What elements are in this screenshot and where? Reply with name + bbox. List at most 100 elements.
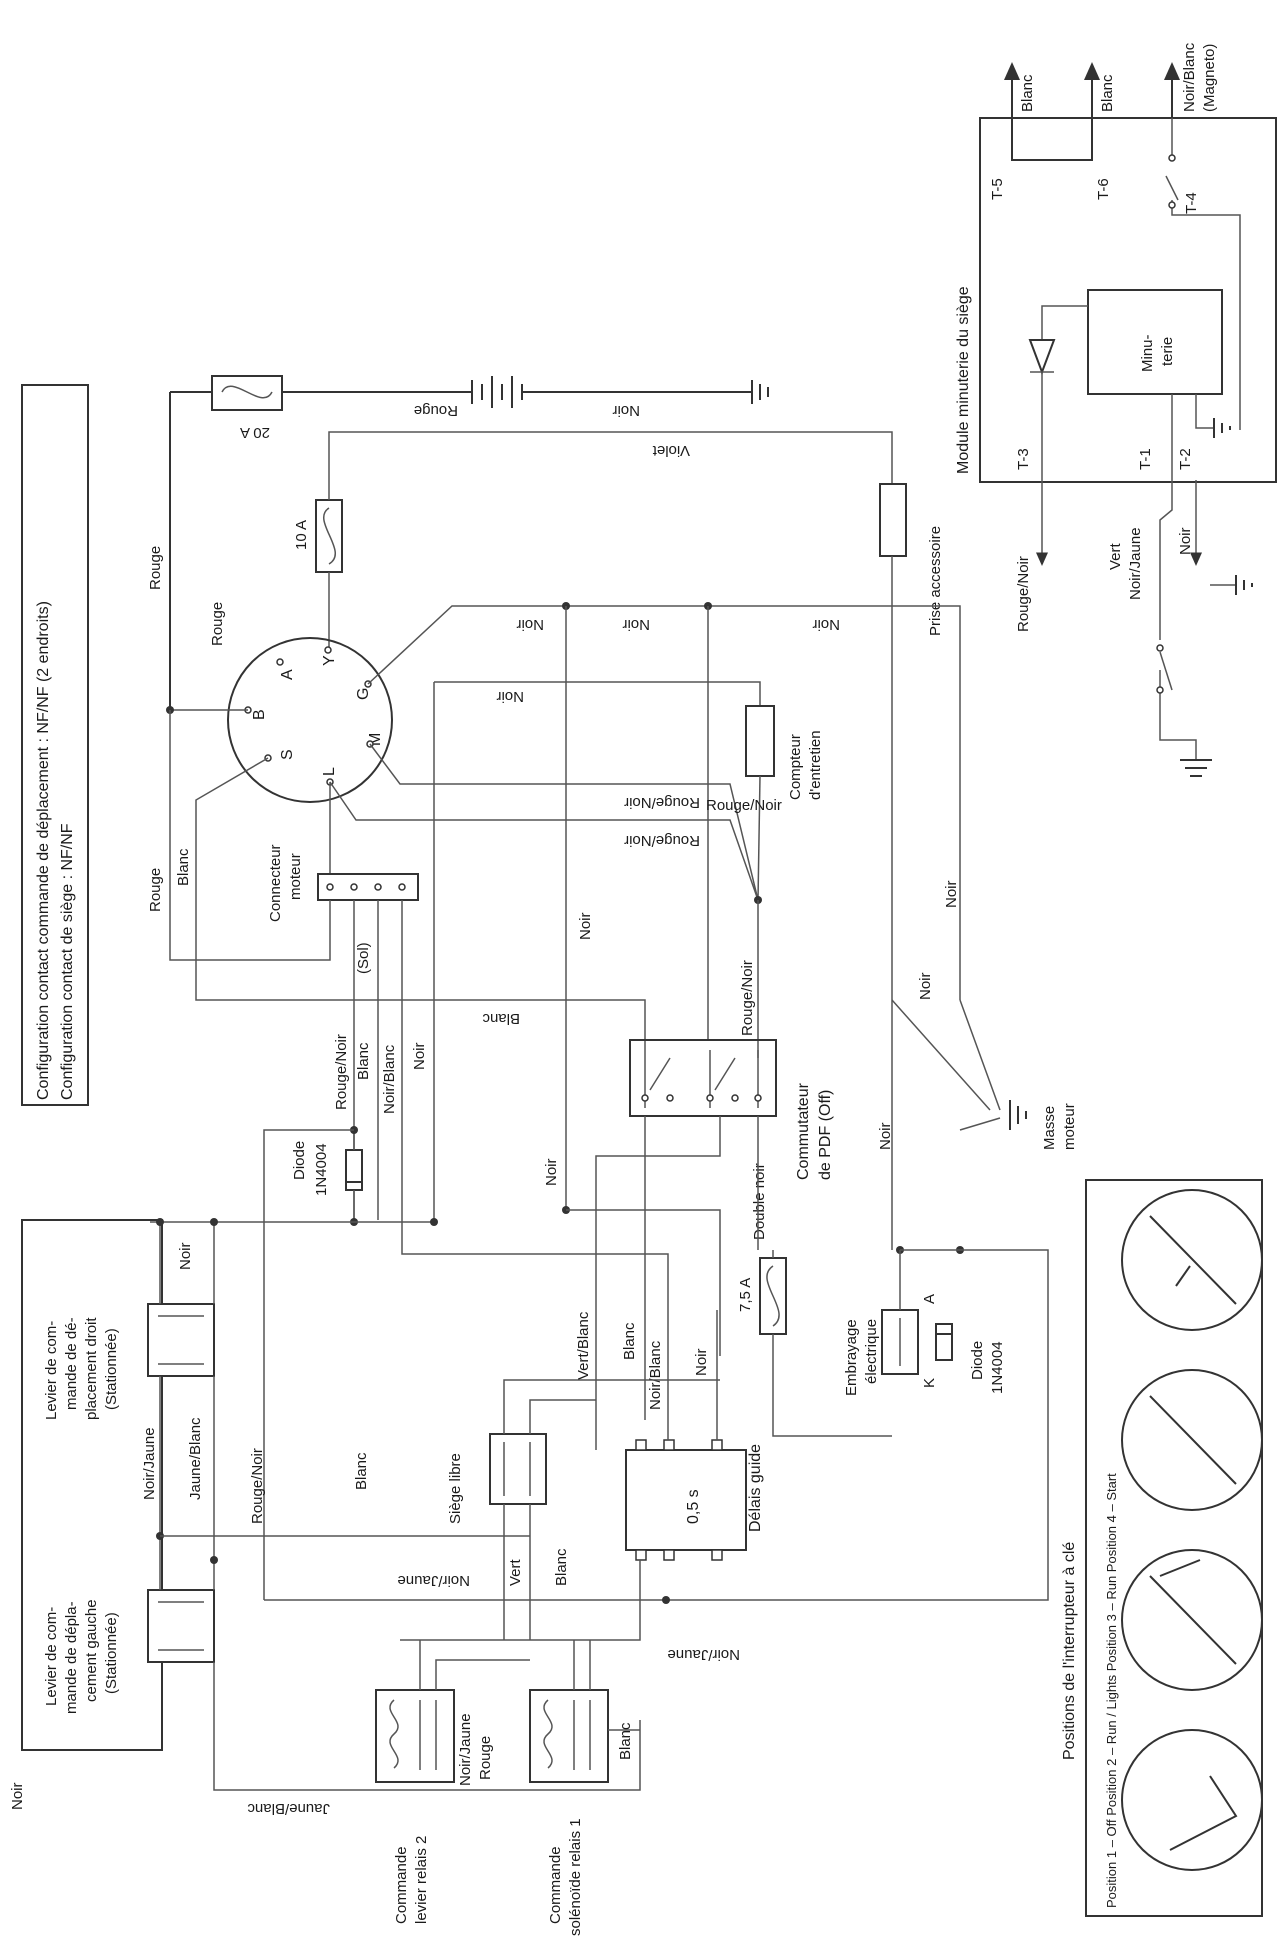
vert-mid: Vert: [507, 1558, 524, 1586]
lever-left-2: mande de dépla-: [63, 1601, 80, 1714]
config-legend: Configuration contact commande de déplac…: [21, 384, 89, 1106]
noir-t2: Noir: [1177, 527, 1194, 555]
diode-top-1: Diode: [291, 1141, 308, 1180]
rouge-battery: Rouge: [414, 402, 458, 419]
config-line1: Configuration contact commande de déplac…: [35, 601, 52, 1100]
blanc-relay: Blanc: [617, 1722, 634, 1760]
noir-jaune-mid2: Noir/Jaune: [667, 1646, 740, 1663]
relais-2: [375, 1689, 455, 1783]
noir-ign3: Noir: [812, 616, 840, 633]
terminal-t6: T-6: [1095, 178, 1112, 200]
noir-v3: Noir: [943, 880, 960, 908]
violet-wire: Violet: [652, 442, 690, 459]
positions-title: Positions de l'interrupteur à clé: [1061, 1542, 1078, 1760]
noir-top-lever: Noir: [177, 1242, 194, 1270]
term-y: Y: [321, 655, 338, 666]
noir-battery: Noir: [612, 402, 640, 419]
timer-label-1: Minu-: [1139, 334, 1156, 372]
diode-top-2: 1N4004: [313, 1143, 330, 1196]
diode-1n4004-top: Diode 1N4004 Rouge/Noir Blanc Noir/Blanc…: [150, 1034, 438, 1600]
noir-diode: Noir: [411, 1042, 428, 1070]
delais-guide-box: [625, 1449, 747, 1551]
lever-right-2: mande de dé-: [63, 1317, 80, 1410]
timer-box: [1087, 289, 1223, 395]
masse-1: Masse: [1041, 1106, 1058, 1150]
terminal-t1: T-1: [1137, 448, 1154, 470]
lever-left-1: Levier de com-: [43, 1607, 60, 1706]
prise-label: Prise accessoire: [927, 526, 944, 636]
rouge-noir-2: Rouge/Noir: [706, 797, 782, 814]
rouge-noir-lever: Rouge/Noir: [249, 1448, 266, 1524]
jaune-blanc-bottom: Jaune/Blanc: [247, 1800, 330, 1817]
lever-left-3: cement gauche: [83, 1599, 100, 1702]
embrayage-1: Embrayage: [843, 1319, 860, 1396]
fuse-20a: [211, 375, 283, 411]
rouge-noir-3: Rouge/Noir: [624, 832, 700, 849]
lever-right-switch: [147, 1303, 215, 1377]
lever-right-1: Levier de com-: [43, 1321, 60, 1420]
blanc-diode: Blanc: [355, 1042, 372, 1080]
noir-jaune-t1: Noir/Jaune: [1127, 527, 1144, 600]
vert-label: Vert: [1107, 542, 1124, 570]
travel-levers: Levier de com- mande de dé- placement dr…: [9, 1218, 641, 1817]
noir-jaune-mid1: Noir/Jaune: [397, 1572, 470, 1589]
rouge-noir-1: Rouge/Noir: [624, 794, 700, 811]
compteur-entretien: [745, 705, 775, 777]
lever-left-4: (Stationnée): [103, 1612, 120, 1694]
pdf-switch-box: [629, 1039, 777, 1117]
siege-libre: [489, 1433, 547, 1505]
sol-label: (Sol): [355, 942, 372, 974]
relais1-2: solénoïde relais 1: [567, 1818, 584, 1936]
delai-value: 0,5 s: [685, 1489, 702, 1524]
lever-right-3: placement droit: [83, 1317, 100, 1420]
blanc-t6: Blanc: [1099, 74, 1116, 112]
noir-mid2: Noir: [693, 1348, 710, 1376]
rn-diode: Rouge/Noir: [333, 1034, 350, 1110]
terminal-t4: T-4: [1183, 192, 1200, 214]
term-s: S: [279, 749, 296, 760]
terminal-t5: T-5: [989, 178, 1006, 200]
noir-outer: Noir: [9, 1782, 26, 1810]
key-pos-2: [1121, 1549, 1263, 1691]
fuse-75-label: 7,5 A: [737, 1278, 754, 1312]
fuse-10a-label: 10 A: [293, 520, 310, 550]
key-pos-3: [1121, 1369, 1263, 1511]
noir-ign2: Noir: [622, 616, 650, 633]
noir-ign4: Noir: [496, 688, 524, 705]
masse-2: moteur: [1061, 1103, 1078, 1150]
noir-ign1: Noir: [516, 616, 544, 633]
relais2-2: levier relais 2: [413, 1836, 430, 1924]
jaune-blanc-lever: Jaune/Blanc: [187, 1417, 204, 1500]
rouge-left: Rouge: [147, 546, 164, 590]
pdf-label-2: de PDF (Off): [817, 1090, 834, 1180]
middle-section: Noir 7,5 A Embrayage électrique Diode 1N…: [264, 1158, 1049, 1663]
noir-v2: Noir: [917, 972, 934, 1000]
nb-diode: Noir/Blanc: [381, 1044, 398, 1114]
lever-right-4: (Stationnée): [103, 1328, 120, 1410]
relais1-1: Commande: [547, 1846, 564, 1924]
diode-emb-1: Diode: [969, 1341, 986, 1380]
pto-switch: Commutateur de PDF (Off) Rouge/Noir Doub…: [595, 960, 894, 1450]
blanc-mid: Blanc: [621, 1322, 638, 1360]
k-term: K: [921, 1378, 938, 1388]
terminal-t3: T-3: [1015, 448, 1032, 470]
noir-jaune-lever: Noir/Jaune: [141, 1427, 158, 1500]
noir-mid1: Noir: [543, 1158, 560, 1186]
siege-label: Siège libre: [447, 1453, 464, 1524]
rouge-noir-t3: Rouge/Noir: [1015, 556, 1032, 632]
term-g: G: [355, 688, 372, 700]
noir-v1: Noir: [577, 912, 594, 940]
rouge-eng: Rouge: [147, 868, 164, 912]
rouge-switch: Rouge: [209, 602, 226, 646]
noir-pdf: Noir: [877, 1122, 894, 1150]
rouge-noir-pdf: Rouge/Noir: [739, 960, 756, 1036]
compteur-2: d'entretien: [807, 730, 824, 800]
magneto-2: (Magneto): [1201, 44, 1218, 112]
blanc-t5: Blanc: [1019, 74, 1036, 112]
rouge-relay: Rouge: [477, 1736, 494, 1780]
terminal-t2: T-2: [1177, 448, 1194, 470]
engine-connector: Connecteur moteur Rouge Blanc (Sol) Blan…: [147, 710, 1078, 1340]
compteur-1: Compteur: [787, 734, 804, 800]
term-l: L: [321, 767, 338, 776]
noir-jaune-relay: Noir/Jaune: [457, 1713, 474, 1786]
